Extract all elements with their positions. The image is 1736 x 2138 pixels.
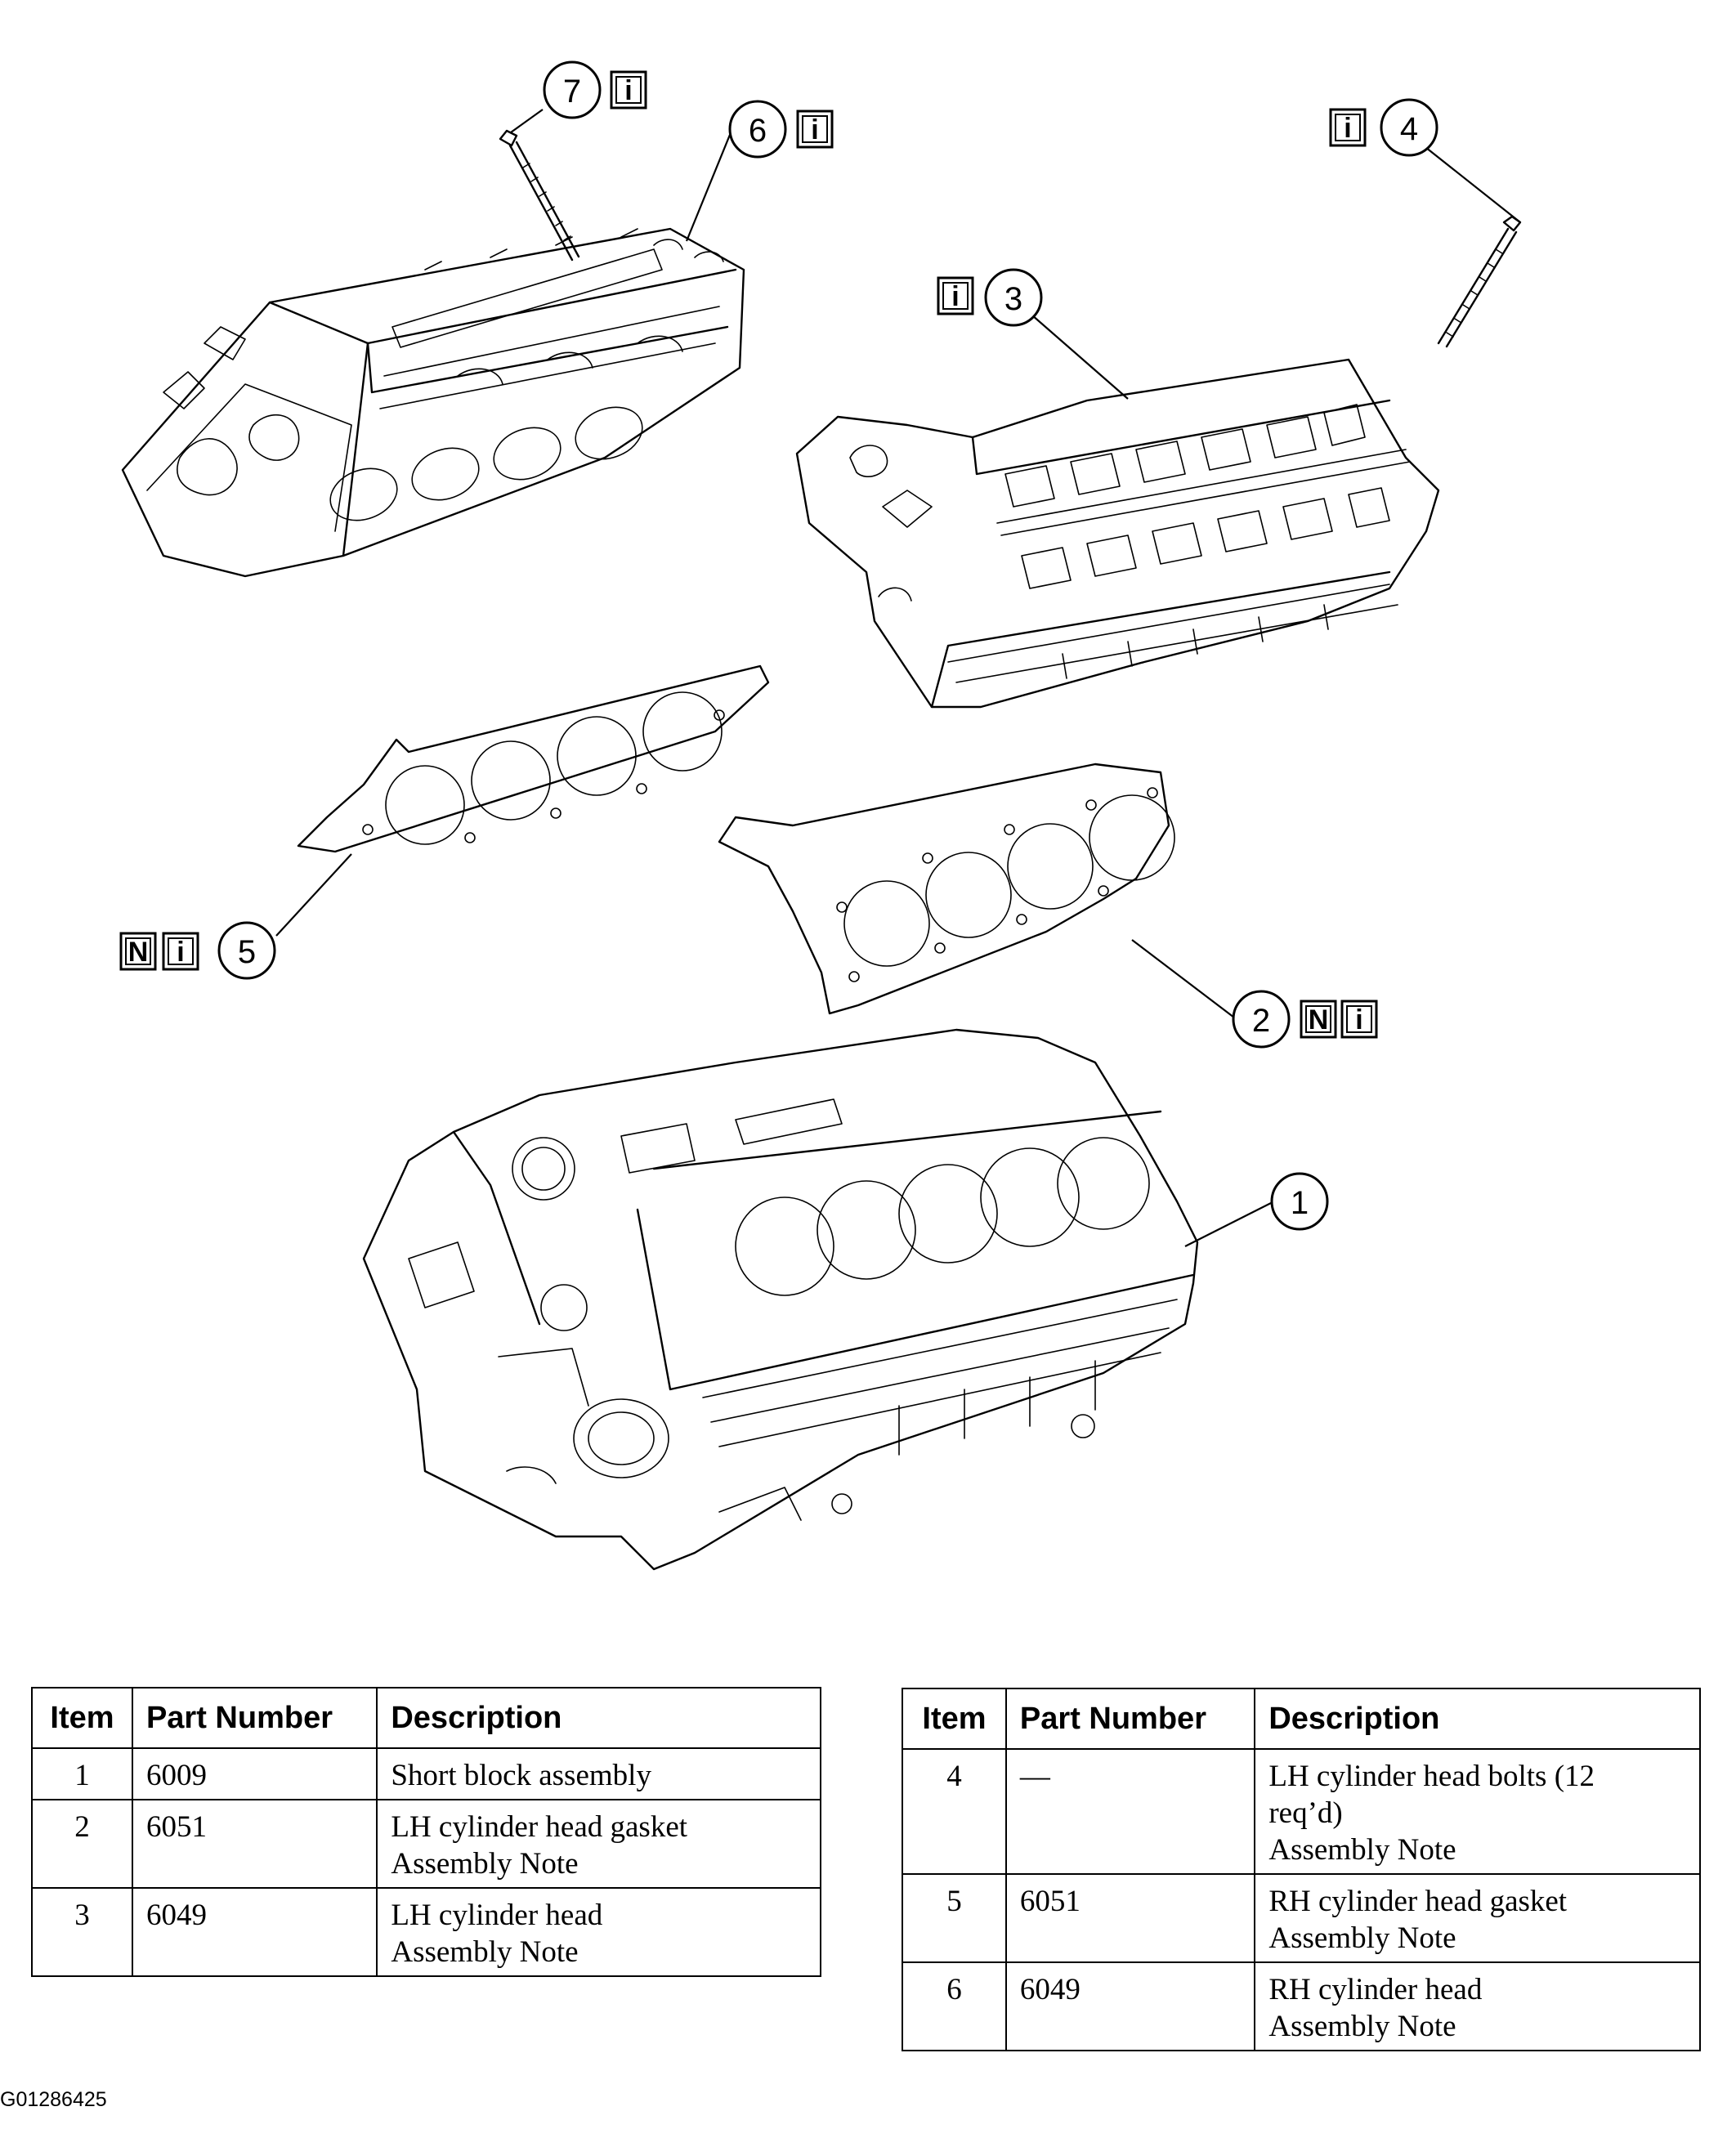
- callout-5: 5: [217, 921, 276, 980]
- badge-new-5: N: [119, 932, 157, 971]
- column-header-description: Description: [1254, 1688, 1701, 1750]
- callout-4: 4: [1380, 98, 1438, 157]
- badge-info-7: i: [610, 70, 647, 110]
- rh-cylinder-head-drawing: [121, 227, 745, 578]
- callout-5-number: 5: [238, 934, 256, 970]
- description-cell: Short block assembly: [376, 1747, 821, 1800]
- callout-1: 1: [1270, 1172, 1329, 1231]
- lh-cylinder-head-drawing: [795, 358, 1440, 709]
- description-line: Short block assembly: [391, 1759, 651, 1792]
- item-cell: 3: [31, 1887, 133, 1977]
- description-line: Assembly Note: [391, 1847, 579, 1881]
- description-line: RH cylinder head: [1268, 1973, 1483, 2006]
- column-header-item: Item: [31, 1687, 133, 1749]
- parts-table-left: Item Part Number Description 1 6009 Shor…: [31, 1687, 821, 1977]
- short-block-drawing: [362, 1028, 1199, 1571]
- info-icon: i: [951, 281, 959, 312]
- column-header-item: Item: [902, 1688, 1007, 1750]
- part-number-cell: 6049: [131, 1887, 378, 1977]
- description-cell: RH cylinder head gasket Assembly Note: [1254, 1873, 1701, 1963]
- leader-lines: [275, 109, 1521, 1247]
- rh-head-gasket-drawing: [297, 664, 770, 853]
- column-header-description: Description: [376, 1687, 821, 1749]
- callout-7-number: 7: [563, 74, 581, 110]
- part-number-cell: —: [1004, 1748, 1256, 1875]
- part-number-cell: 6051: [131, 1799, 378, 1889]
- description-line: LH cylinder head: [391, 1899, 603, 1932]
- badge-info-6: i: [796, 110, 834, 149]
- badge-new-2: N: [1300, 1000, 1337, 1039]
- item-cell: 5: [902, 1873, 1007, 1963]
- callout-3-number: 3: [1004, 281, 1022, 317]
- badge-info-4: i: [1329, 108, 1367, 147]
- callout-4-number: 4: [1400, 111, 1418, 147]
- badge-info-3: i: [937, 276, 974, 315]
- description-line: Assembly Note: [1268, 1833, 1456, 1867]
- part-number-cell: 6049: [1004, 1961, 1256, 2051]
- info-icon: i: [811, 114, 818, 145]
- new-part-icon: N: [128, 937, 149, 968]
- table-row: 3 6049 LH cylinder head Assembly Note: [31, 1887, 821, 1977]
- part-number-cell: 6051: [1004, 1873, 1256, 1963]
- description-cell: LH cylinder head Assembly Note: [376, 1887, 821, 1977]
- table-header-row: Item Part Number Description: [902, 1688, 1701, 1750]
- exploded-view-illustration: 7 i 6 i i 4 i 3 N i: [119, 60, 1522, 1571]
- table-row: 5 6051 RH cylinder head gasket Assembly …: [902, 1873, 1701, 1963]
- callout-1-number: 1: [1291, 1185, 1309, 1221]
- description-cell: LH cylinder head gasket Assembly Note: [376, 1799, 821, 1889]
- callout-6: 6: [728, 100, 787, 159]
- description-cell: LH cylinder head bolts (12 req’d) Assemb…: [1254, 1748, 1701, 1875]
- callout-2: 2: [1232, 990, 1291, 1049]
- table-row: 6 6049 RH cylinder head Assembly Note: [902, 1961, 1701, 2051]
- description-line: Assembly Note: [1268, 1921, 1456, 1955]
- item-cell: 1: [31, 1747, 133, 1800]
- head-bolt-4-drawing: [1437, 215, 1522, 348]
- description-line: req’d): [1268, 1796, 1343, 1830]
- callout-6-number: 6: [749, 113, 767, 149]
- callout-3: 3: [984, 268, 1043, 327]
- lh-head-gasket-drawing: [718, 763, 1175, 1015]
- part-number-cell: 6009: [131, 1747, 378, 1800]
- figure-id: G01286425: [0, 2088, 107, 2111]
- description-line: Assembly Note: [1268, 2010, 1456, 2043]
- info-icon: i: [177, 937, 184, 968]
- column-header-part-number: Part Number: [1004, 1688, 1256, 1750]
- badge-info-5: i: [162, 932, 199, 971]
- table-header-row: Item Part Number Description: [31, 1687, 821, 1749]
- info-icon: i: [1344, 113, 1351, 144]
- description-cell: RH cylinder head Assembly Note: [1254, 1961, 1701, 2051]
- table-row: 4 — LH cylinder head bolts (12 req’d) As…: [902, 1748, 1701, 1875]
- badge-info-2: i: [1340, 1000, 1378, 1039]
- parts-table-right: Item Part Number Description 4 — LH cyli…: [902, 1688, 1701, 2051]
- new-part-icon: N: [1309, 1004, 1329, 1035]
- table-row: 1 6009 Short block assembly: [31, 1747, 821, 1800]
- description-line: LH cylinder head gasket: [391, 1810, 688, 1844]
- callout-7: 7: [543, 60, 602, 119]
- description-line: Assembly Note: [391, 1935, 579, 1969]
- item-cell: 2: [31, 1799, 133, 1889]
- table-row: 2 6051 LH cylinder head gasket Assembly …: [31, 1799, 821, 1889]
- item-cell: 4: [902, 1748, 1007, 1875]
- column-header-part-number: Part Number: [131, 1687, 378, 1749]
- head-bolt-7-drawing: [499, 129, 580, 262]
- info-icon: i: [624, 75, 632, 106]
- description-line: RH cylinder head gasket: [1268, 1885, 1568, 1918]
- info-icon: i: [1355, 1004, 1362, 1035]
- callout-2-number: 2: [1252, 1003, 1270, 1039]
- item-cell: 6: [902, 1961, 1007, 2051]
- description-line: LH cylinder head bolts (12: [1268, 1760, 1595, 1793]
